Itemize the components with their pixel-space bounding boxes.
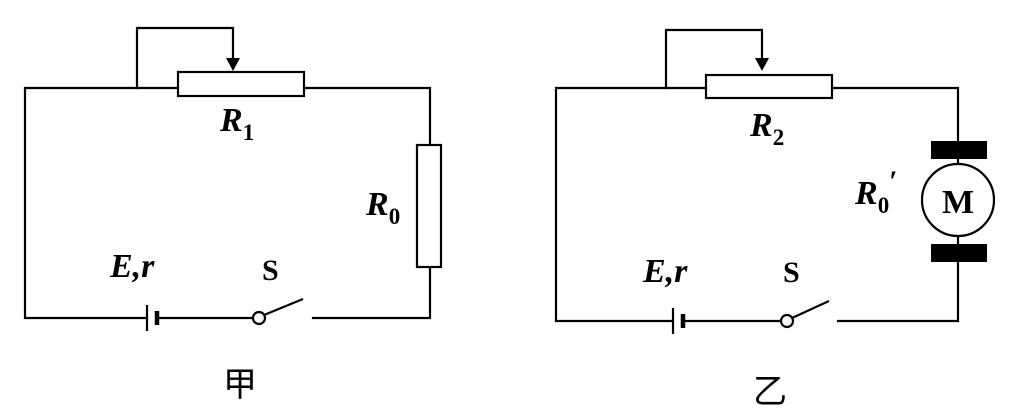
wire-bottom-right bbox=[836, 260, 960, 323]
wiper-arrow-icon bbox=[226, 58, 240, 71]
label-switch: S bbox=[262, 254, 279, 287]
wiper-arrow-icon bbox=[755, 58, 769, 71]
label-source: E,r bbox=[109, 248, 155, 285]
switch-pivot bbox=[779, 313, 795, 329]
label-r0-prime: R0′ bbox=[854, 165, 898, 218]
label-switch: S bbox=[783, 256, 800, 289]
rheostat-r1 bbox=[176, 70, 306, 98]
circuit-jia: R1 R0 E,r S 甲 bbox=[23, 26, 443, 405]
switch-blade bbox=[791, 300, 830, 319]
label-source: E,r bbox=[642, 253, 688, 290]
label-r1: R1 bbox=[219, 102, 254, 145]
wire-top-left bbox=[554, 86, 708, 323]
wiper-wire bbox=[664, 28, 764, 90]
motor-brush-bottom bbox=[931, 244, 987, 262]
rheostat-r2 bbox=[704, 73, 834, 100]
motor-letter: M bbox=[942, 184, 974, 221]
switch-pivot bbox=[251, 310, 267, 326]
wire-bottom-right bbox=[311, 265, 432, 320]
switch-blade bbox=[263, 297, 304, 317]
motor-brush-top bbox=[931, 141, 987, 159]
motor-icon bbox=[920, 162, 996, 238]
wiper-wire bbox=[135, 26, 235, 90]
label-r0: R0 bbox=[365, 186, 400, 229]
circuit-yi: M R2 R0′ E,r S 乙 bbox=[554, 28, 996, 412]
label-r2: R2 bbox=[749, 107, 784, 150]
caption-jia: 甲 bbox=[223, 365, 257, 405]
resistor-r0 bbox=[415, 143, 443, 269]
wire-top-right bbox=[830, 86, 960, 143]
wire-top-right bbox=[302, 86, 432, 147]
wire-top-left bbox=[23, 86, 180, 320]
caption-yi: 乙 bbox=[753, 372, 787, 412]
